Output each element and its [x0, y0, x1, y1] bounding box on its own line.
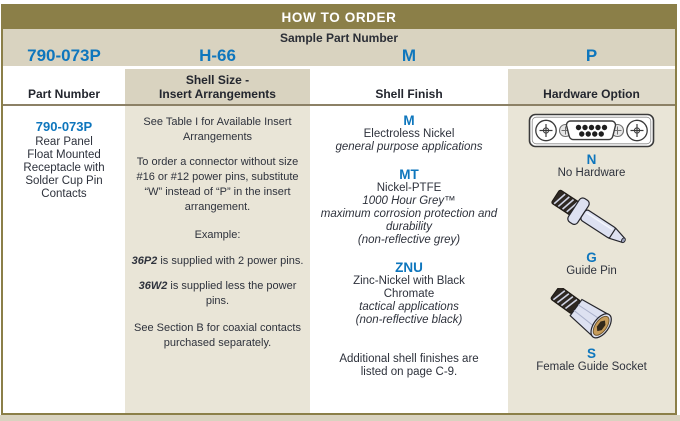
hardware-label-guide-pin: Guide Pin	[566, 265, 617, 277]
sample-code-shell-size: H-66	[199, 46, 236, 65]
sample-part-number-label: Sample Part Number	[3, 29, 675, 46]
part-number-cell: 790-073P Rear Panel Float Mounted Recept…	[3, 106, 125, 413]
header-part-number: Part Number	[3, 69, 125, 104]
part-number-description: Rear Panel Float Mounted Receptacle with…	[23, 136, 105, 200]
coaxial-note: See Section B for coaxial contacts purch…	[134, 322, 301, 349]
insert-arrangements-note: See Table I for Available Insert Arrange…	[143, 116, 292, 143]
header-shell-size: Shell Size - Insert Arrangements	[125, 69, 310, 104]
hardware-code-s: S	[586, 346, 596, 361]
hardware-option-cell: N No Hardware	[508, 106, 675, 413]
part-number-code: 790-073P	[35, 119, 93, 134]
finish-option-m: M Electroless Nickel general purpose app…	[335, 113, 483, 153]
substitute-note: To order a connector without size #16 or…	[136, 156, 299, 213]
additional-finishes-note: Additional shell finishes are listed on …	[339, 353, 479, 378]
example-label: Example:	[194, 229, 241, 241]
order-table-frame: HOW TO ORDER Sample Part Number 790-073P…	[1, 4, 677, 415]
column-headers-row: Part Number Shell Size - Insert Arrangem…	[3, 69, 675, 106]
separator-line	[3, 66, 675, 69]
female-guide-socket-icon	[550, 288, 612, 339]
example-36w2: 36W2 is supplied less the power pins.	[138, 280, 297, 307]
header-hardware-option: Hardware Option	[508, 69, 675, 104]
guide-pin-icon	[550, 189, 626, 244]
hardware-label-no-hardware: No Hardware	[557, 167, 626, 179]
page-title: HOW TO ORDER	[3, 6, 675, 29]
finish-option-mt: MT Nickel-PTFE 1000 Hour Grey™ maximum c…	[320, 167, 498, 246]
shell-finish-cell: M Electroless Nickel general purpose app…	[310, 106, 508, 413]
sample-code-hardware: P	[585, 46, 598, 65]
sample-code-finish: M	[401, 46, 417, 65]
bottom-strip	[0, 415, 680, 421]
example-36p2: 36P2 is supplied with 2 power pins.	[131, 255, 304, 267]
finish-option-znu: ZNU Zinc-Nickel with Black Chromate tact…	[353, 260, 465, 326]
hardware-code-g: G	[586, 250, 597, 265]
header-shell-finish: Shell Finish	[310, 69, 508, 104]
sample-code-row: 790-073P H-66 M P	[3, 46, 675, 66]
hardware-label-female-guide-socket: Female Guide Socket	[536, 361, 647, 373]
hardware-code-n: N	[586, 152, 597, 167]
dsub-connector-icon	[528, 113, 655, 148]
shell-size-cell: See Table I for Available Insert Arrange…	[125, 106, 310, 413]
sample-code-part: 790-073P	[27, 46, 101, 65]
content-row: 790-073P Rear Panel Float Mounted Recept…	[3, 106, 675, 413]
